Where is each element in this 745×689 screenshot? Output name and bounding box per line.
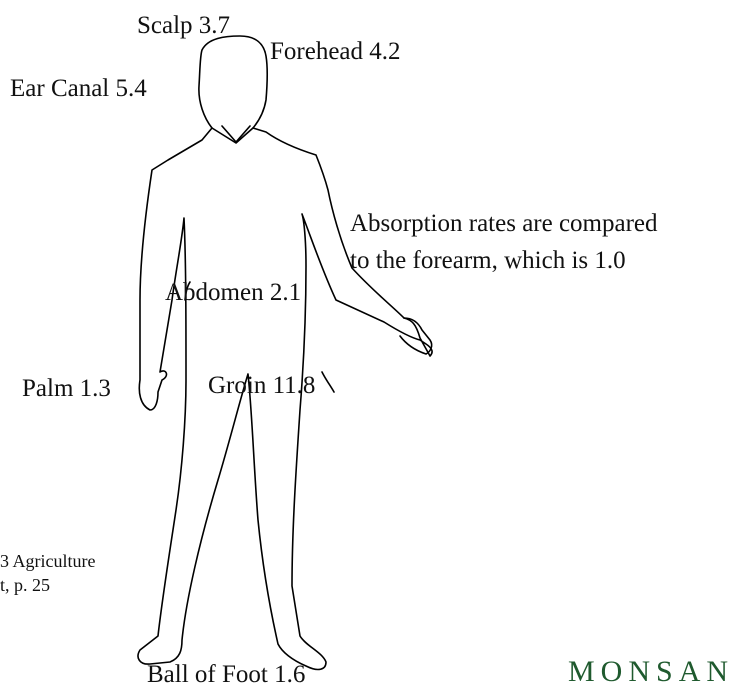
label-forehead: Forehead 4.2 <box>270 39 401 64</box>
source-citation-line2: t, p. 25 <box>0 576 50 594</box>
monsanto-logo: MONSAN <box>568 655 734 689</box>
label-palm: Palm 1.3 <box>22 376 111 401</box>
label-scalp: Scalp 3.7 <box>137 13 230 38</box>
label-groin: Groin 11.8 <box>208 373 315 398</box>
label-comparison-note-line1: Absorption rates are compared <box>350 211 658 236</box>
head-outline <box>199 36 267 143</box>
label-ball-of-foot: Ball of Foot 1.6 <box>147 662 305 687</box>
source-citation-line1: 3 Agriculture <box>0 552 95 570</box>
label-ear-canal: Ear Canal 5.4 <box>10 76 147 101</box>
label-abdomen: Abdomen 2.1 <box>165 280 301 305</box>
label-comparison-note-line2: to the forearm, which is 1.0 <box>350 248 626 273</box>
groin-callout <box>322 372 334 392</box>
right-hand-outline <box>400 318 432 354</box>
